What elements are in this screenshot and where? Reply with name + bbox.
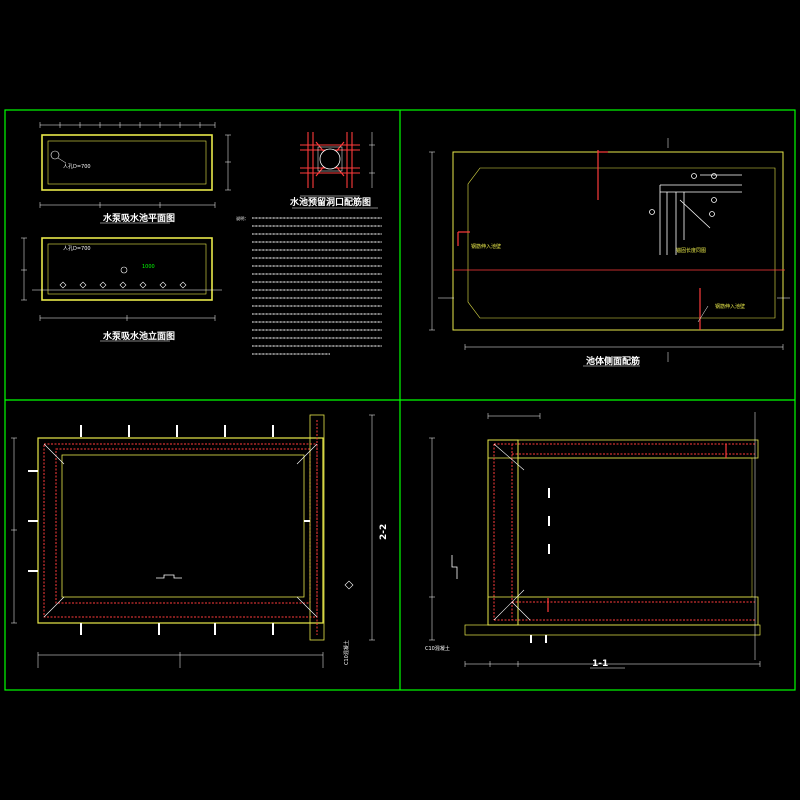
c10-concrete-right: C10混凝土 xyxy=(425,645,450,652)
manhole-elevation-label: 人孔D=700 xyxy=(63,245,91,252)
notes-header: 说明： xyxy=(236,215,249,222)
plan-view: 人孔D=700 水泵吸水池平面图 xyxy=(39,122,231,224)
hole-detail-title: 水池预留洞口配筋图 xyxy=(290,196,371,208)
drawing-frame xyxy=(4,109,796,691)
section-2-2-title: 2-2 xyxy=(379,524,389,540)
design-notes: 说明： xyxy=(236,215,382,355)
section-1-1-title: 1-1 xyxy=(592,659,608,669)
section-1-1-view: 1-1 C10混凝土 xyxy=(425,412,761,669)
reinforcement-note-a: 钢筋伸入池壁 xyxy=(471,243,501,250)
svg-text:1000: 1000 xyxy=(142,264,155,270)
manhole-plan-label: 人孔D=700 xyxy=(63,163,91,170)
side-reinforcement-title: 池体侧面配筋 xyxy=(586,355,640,367)
elevation-title: 水泵吸水池立面图 xyxy=(103,330,175,342)
hole-reinforcement-detail: 水池预留洞口配筋图 xyxy=(290,132,378,209)
section-2-2-view: 2-2 C10混凝土 xyxy=(11,414,389,668)
c10-concrete-left: C10混凝土 xyxy=(343,640,350,665)
reinforcement-note-b: 锚固长度同图 xyxy=(676,247,706,254)
elevation-view: 人孔D=700 1000 水泵吸水池立面图 xyxy=(21,237,222,342)
plan-title: 水泵吸水池平面图 xyxy=(103,212,175,224)
reinforcement-note-c: 钢筋伸入池壁 xyxy=(715,303,745,310)
side-reinforcement-view: 锚固长度同图 钢筋伸入池壁 钢筋伸入池壁 池体侧面配筋 xyxy=(429,138,790,367)
